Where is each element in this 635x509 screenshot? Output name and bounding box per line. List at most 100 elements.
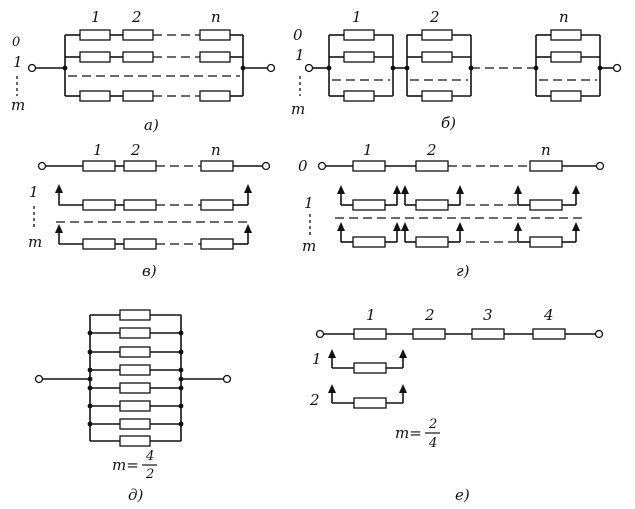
junction — [178, 403, 184, 409]
panel-a: 1 2 n 0 1 m а) — [11, 8, 276, 134]
stage-label: n — [211, 8, 221, 26]
parallel-branch — [90, 435, 181, 447]
arrow-head — [337, 185, 345, 194]
ratio-denominator: 4 — [428, 436, 437, 451]
arrow-head — [401, 222, 409, 231]
junction — [178, 421, 184, 427]
chain-row — [65, 90, 243, 102]
parallel-branch — [87, 346, 184, 358]
arrow-head — [514, 185, 522, 194]
resistor — [415, 199, 449, 211]
stage-label: 1 — [93, 141, 103, 159]
arrow-head — [244, 224, 252, 233]
panel-caption: г) — [456, 262, 470, 280]
output-terminal — [261, 161, 271, 171]
resistor — [123, 238, 157, 250]
input-terminal — [315, 329, 325, 339]
reserve-chain — [55, 184, 252, 211]
panel-g: 1 2 n 0 1 m г) — [298, 141, 605, 280]
junction — [178, 330, 184, 336]
resistor — [119, 400, 151, 412]
arrow-head — [244, 184, 252, 193]
side-label: 0 — [298, 157, 308, 175]
chain-row — [65, 29, 243, 41]
reserve-chain — [328, 384, 407, 409]
stage-label: 1 — [366, 306, 376, 324]
resistor — [353, 328, 387, 340]
arrow-head — [328, 384, 336, 393]
side-label: 0 — [293, 26, 303, 44]
resistor — [123, 199, 157, 211]
resistor — [122, 29, 154, 41]
resistor — [82, 238, 116, 250]
junction — [62, 65, 68, 71]
resistor — [343, 90, 375, 102]
reserve-chain — [328, 349, 407, 374]
side-label: 1 — [29, 183, 39, 201]
stage-label: 2 — [131, 8, 142, 26]
resistor — [352, 236, 386, 248]
resistor — [119, 364, 151, 376]
arrow-head — [456, 222, 464, 231]
resistor — [199, 90, 231, 102]
side-label: m — [291, 100, 305, 118]
junction — [87, 421, 93, 427]
junction — [87, 367, 93, 373]
side-label: 1 — [312, 350, 322, 368]
input-terminal — [304, 63, 314, 73]
parallel-branch — [87, 418, 184, 430]
panel-caption: а) — [144, 116, 159, 134]
panel-b: 1 2 n 0 1 m б) — [291, 8, 622, 132]
junction — [178, 349, 184, 355]
stage-label: 2 — [130, 141, 141, 159]
reserve-chain — [55, 224, 252, 250]
resistor — [200, 238, 234, 250]
junction — [87, 330, 93, 336]
side-label: 2 — [309, 391, 320, 409]
panel-caption: в) — [142, 262, 157, 280]
resistor — [123, 160, 157, 172]
arrow-head — [514, 222, 522, 231]
junction — [178, 385, 184, 391]
parallel-branch — [90, 309, 181, 321]
junction — [87, 376, 93, 382]
resistor — [119, 346, 151, 358]
arrow-head — [456, 185, 464, 194]
resistor — [353, 397, 387, 409]
panel-v: 1 2 n 1 m в) — [28, 141, 271, 280]
resistor — [79, 29, 111, 41]
side-label: 1 — [295, 46, 305, 64]
resistor — [79, 90, 111, 102]
side-label: 1 — [304, 194, 314, 212]
stage-label: 2 — [426, 141, 437, 159]
arrow-head — [399, 349, 407, 358]
resistor — [119, 327, 151, 339]
input-terminal — [34, 374, 44, 384]
side-label: 1 — [13, 53, 23, 71]
junction — [404, 65, 410, 71]
resistor — [415, 236, 449, 248]
stage-label: 4 — [543, 306, 554, 324]
junction — [326, 65, 332, 71]
input-terminal — [317, 161, 327, 171]
side-label: 0 — [12, 35, 20, 50]
output-terminal — [594, 329, 604, 339]
parallel-branch — [87, 327, 184, 339]
panel-caption: б) — [441, 114, 456, 132]
side-label: m — [11, 96, 25, 114]
arrow-head — [337, 222, 345, 231]
resistor — [119, 418, 151, 430]
redundancy-ratio-label: m= — [112, 456, 139, 474]
output-terminal — [266, 63, 276, 73]
resistor — [412, 328, 446, 340]
panel-e: 1 2 3 4 1 2 m= 2 4 е) — [309, 306, 604, 504]
parallel-branch — [87, 400, 184, 412]
resistor — [352, 160, 386, 172]
input-terminal — [37, 161, 47, 171]
resistor — [353, 362, 387, 374]
resistor — [199, 29, 231, 41]
resistor — [200, 199, 234, 211]
output-terminal — [222, 374, 232, 384]
resistor — [421, 29, 453, 41]
